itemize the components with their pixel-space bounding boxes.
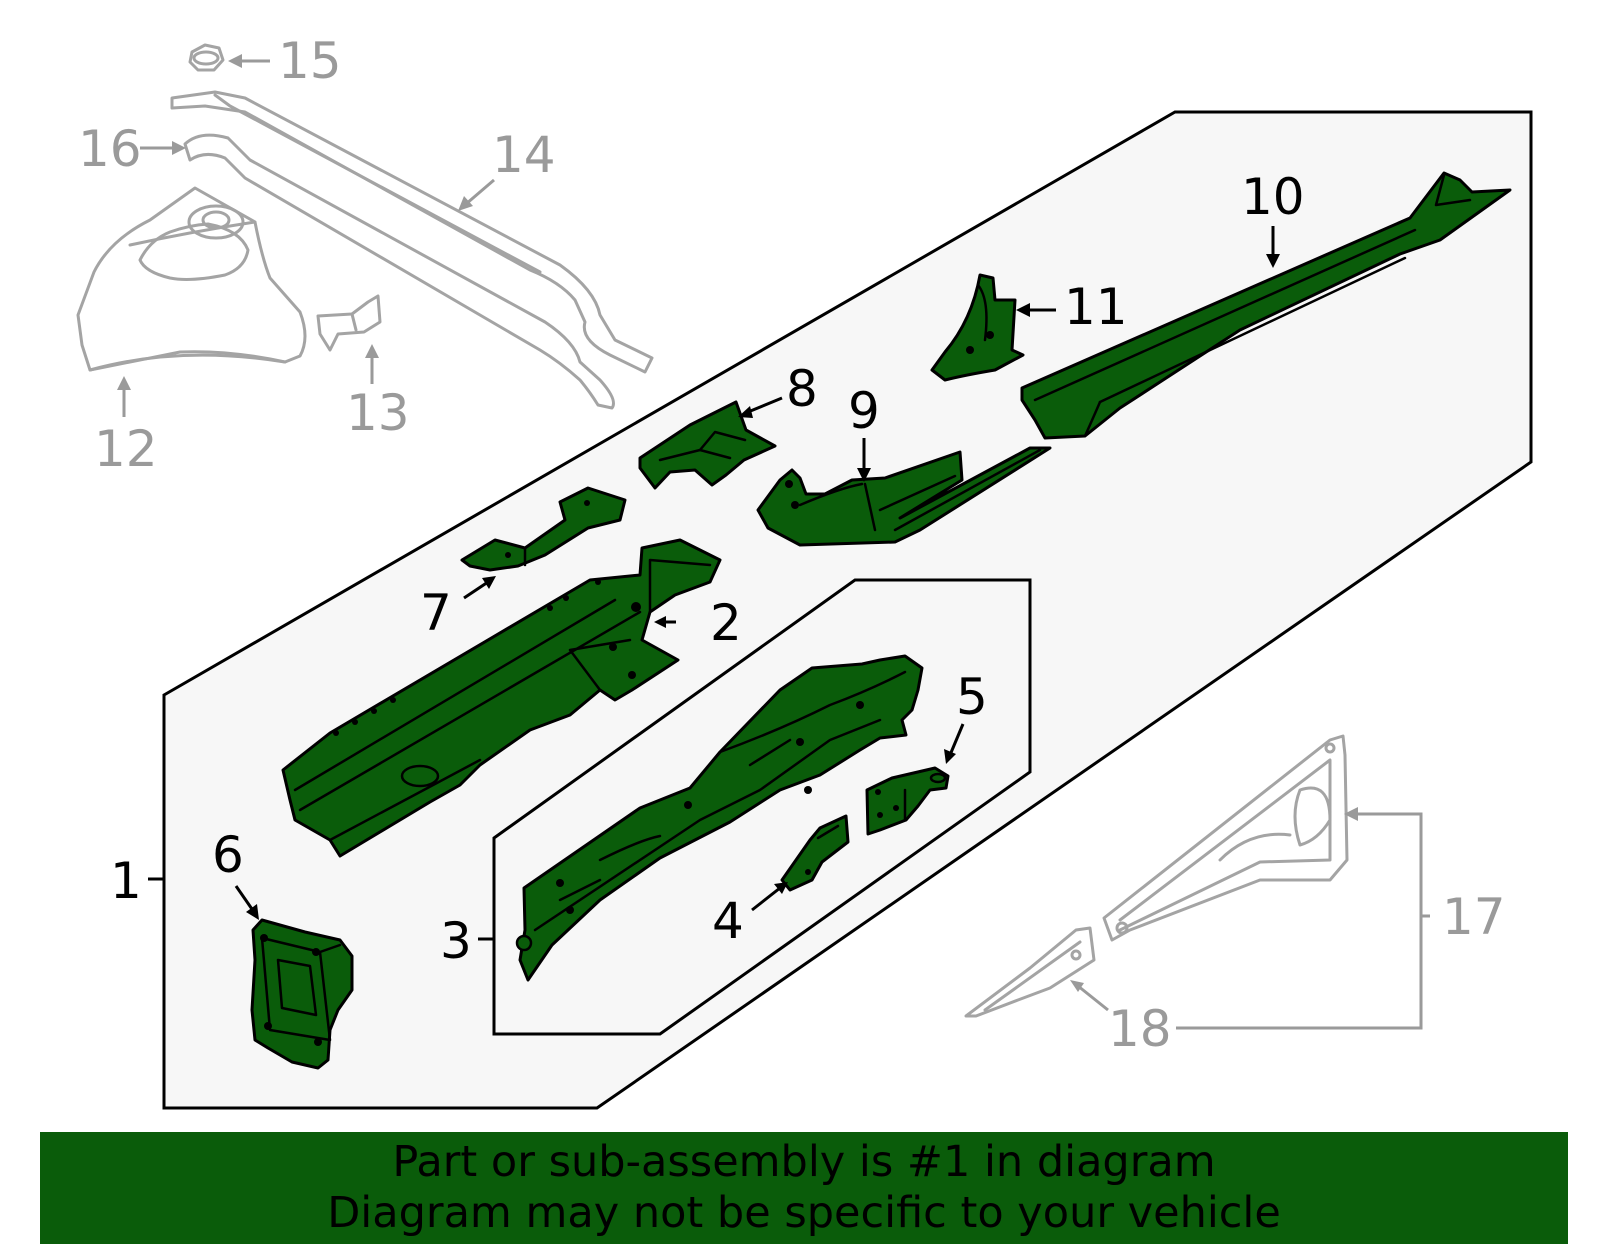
notice-line-1: Part or sub-assembly is #1 in diagram	[392, 1137, 1216, 1187]
callout-2: 2	[710, 594, 742, 652]
callout-5: 5	[956, 668, 988, 726]
part-14-upper-rail	[170, 90, 654, 410]
part-17-apron	[1102, 734, 1349, 942]
leader-lines	[117, 54, 1430, 1030]
part-5-bracket	[865, 766, 950, 836]
callout-13: 13	[346, 384, 410, 442]
callout-15: 15	[278, 32, 342, 90]
callout-14: 14	[492, 126, 556, 184]
part-18-apron-extension	[964, 926, 1096, 1018]
callout-1: 1	[110, 852, 142, 910]
part-12-shock-tower	[76, 186, 307, 372]
callout-3: 3	[440, 912, 472, 970]
notice-banner: Part or sub-assembly is #1 in diagram Di…	[40, 1132, 1568, 1244]
callout-12: 12	[94, 420, 158, 478]
callout-7: 7	[420, 584, 452, 642]
part-8-bracket	[638, 400, 777, 490]
callout-17: 17	[1442, 888, 1506, 946]
callout-6: 6	[212, 826, 244, 884]
part-9-member	[756, 446, 1052, 547]
part-3-inner-rail	[515, 654, 924, 982]
callout-18: 18	[1108, 1000, 1172, 1058]
part-11-bracket	[930, 273, 1025, 382]
part-10-rail-extension	[1020, 171, 1512, 440]
notice-line-2: Diagram may not be specific to your vehi…	[327, 1188, 1281, 1238]
callout-10: 10	[1241, 168, 1305, 226]
callout-8: 8	[786, 360, 818, 418]
part-4-bracket	[780, 814, 850, 892]
part-6-end-plate	[250, 918, 354, 1070]
part-7-bracket	[460, 486, 627, 572]
callout-16: 16	[78, 120, 142, 178]
part-2-frame-rail	[281, 538, 722, 858]
part-15-nut	[188, 43, 225, 72]
callout-9: 9	[848, 382, 880, 440]
part-13-bracket	[316, 294, 382, 352]
callout-4: 4	[712, 892, 744, 950]
callout-11: 11	[1064, 278, 1128, 336]
